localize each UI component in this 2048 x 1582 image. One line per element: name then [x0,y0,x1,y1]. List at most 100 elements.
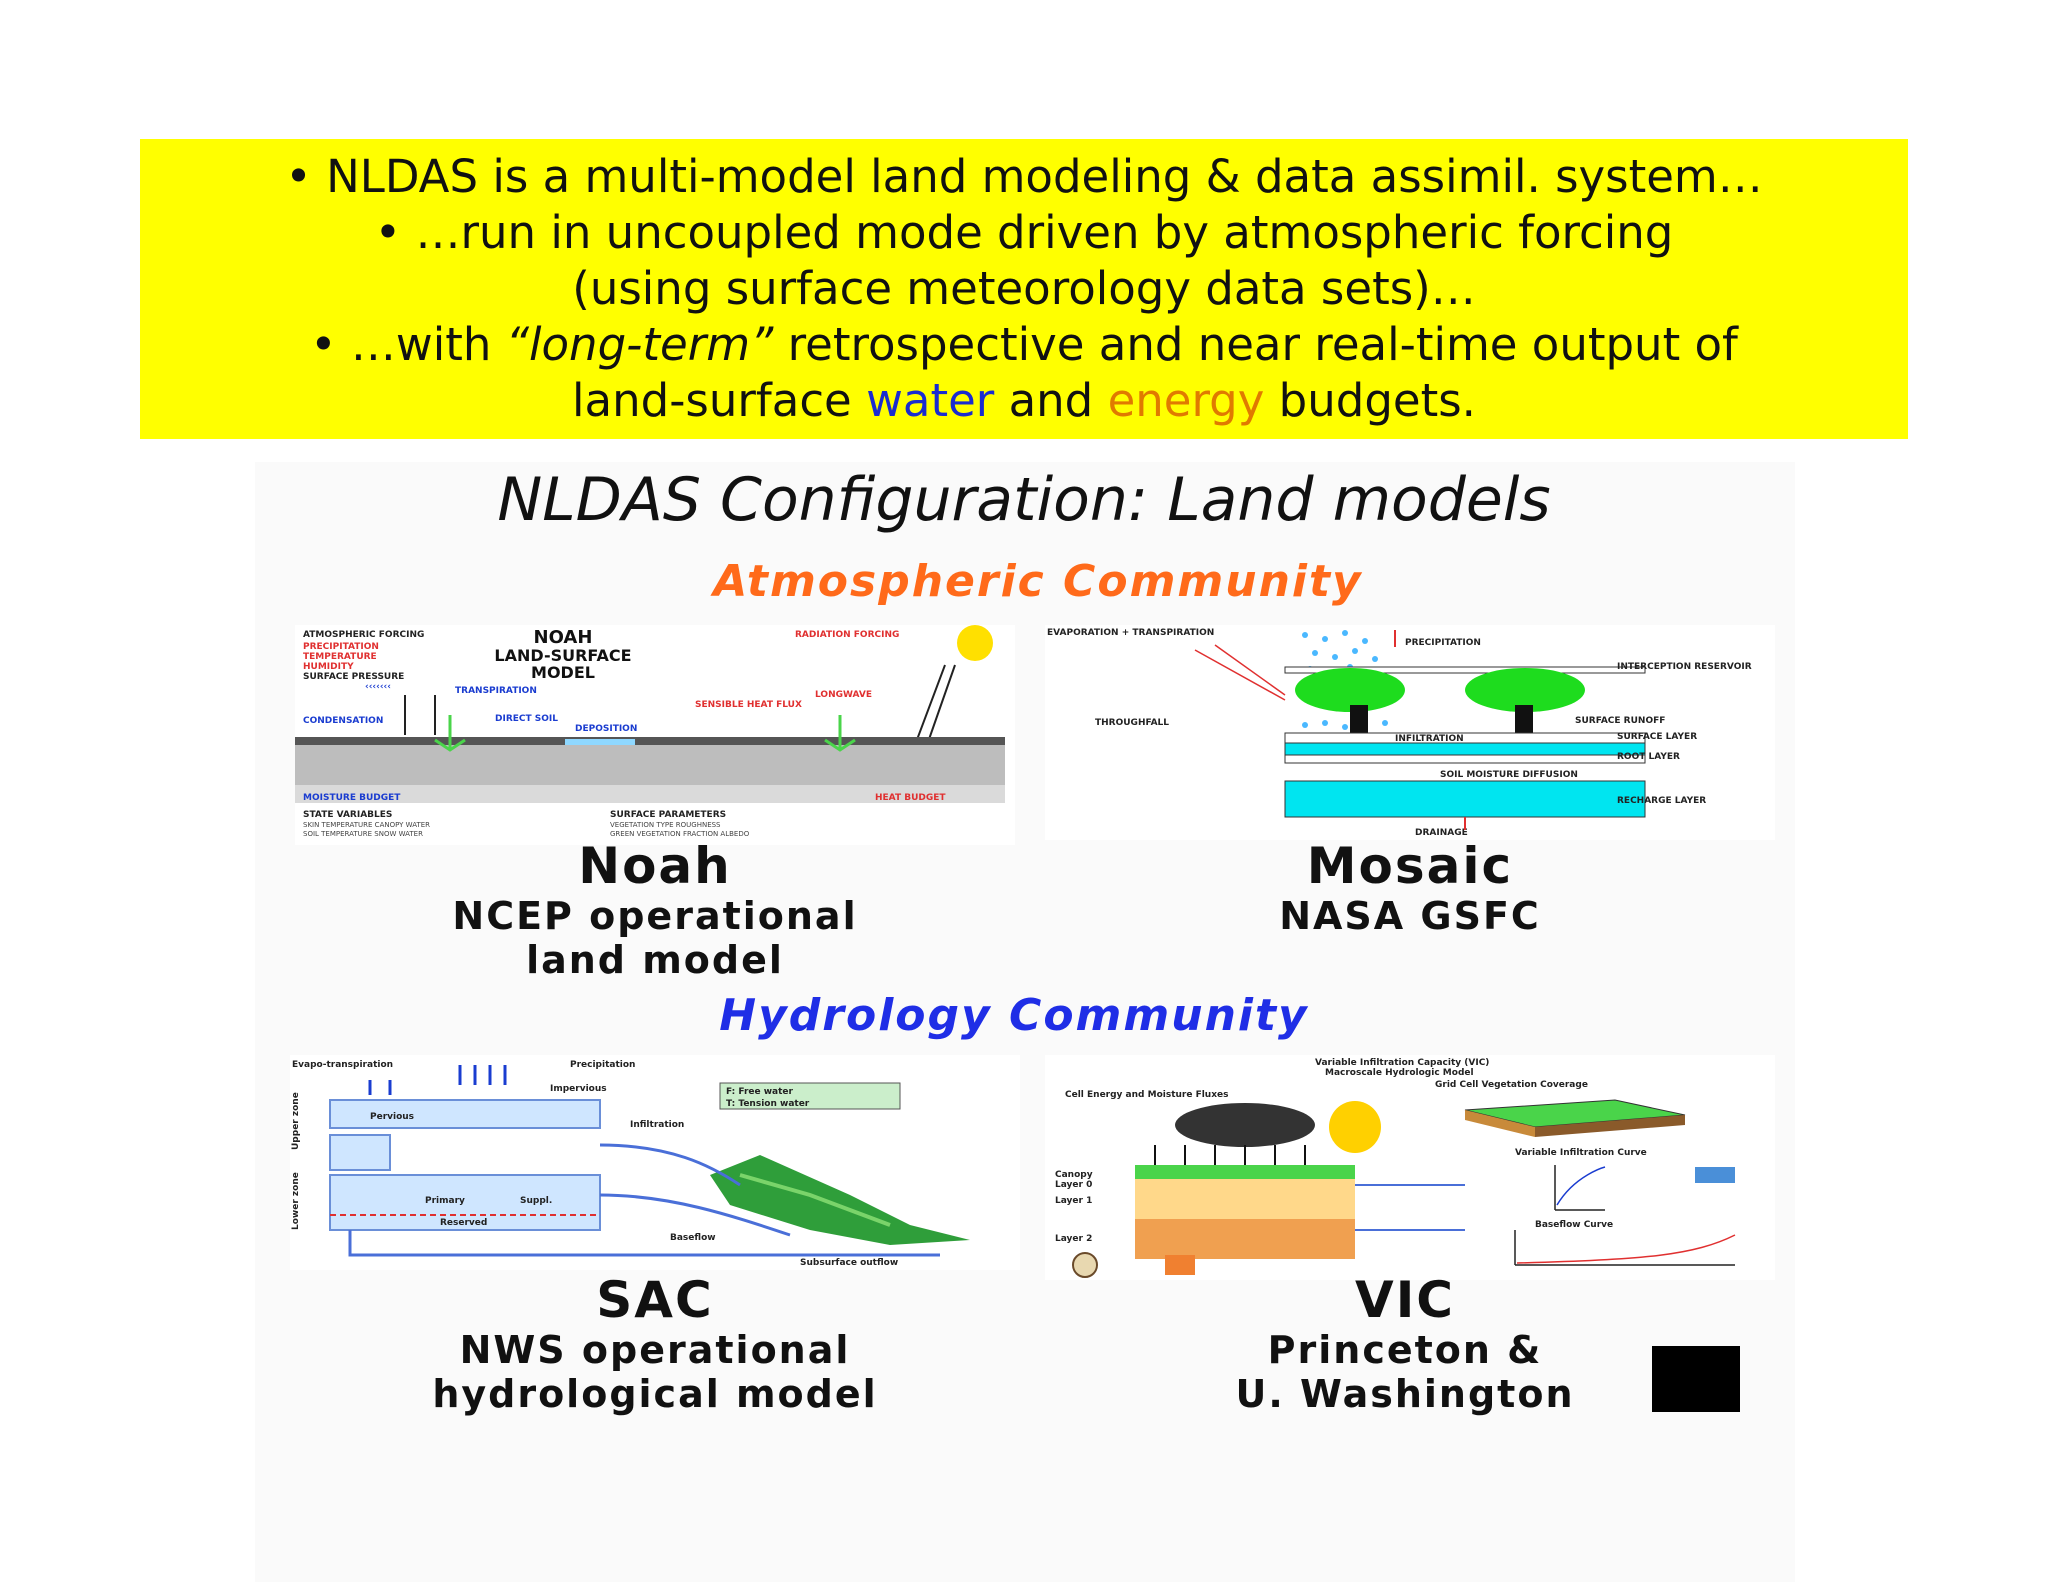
noah-surface-label: SURFACE PARAMETERS [610,810,726,820]
banner-line-5-post: budgets. [1264,374,1476,427]
noah-sub-2: land model [526,938,784,982]
sac-suppl-label: Suppl. [520,1196,552,1206]
sac-lower-label: Lower zone [291,1172,301,1230]
sac-diagram: Evapo-transpiration Precipitation Imperv… [290,1055,1020,1270]
banner-line-4: • …with “long-term” retrospective and ne… [310,317,1738,373]
noah-radiation-label: RADIATION FORCING [795,630,899,640]
noah-moisture-label: MOISTURE BUDGET [303,793,401,803]
vic-fluxes-label: Cell Energy and Moisture Fluxes [1065,1090,1228,1100]
mosaic-name: Mosaic [1306,837,1514,895]
noah-precip-label: PRECIPITATION [303,642,379,652]
svg-text:LONGWAVE: LONGWAVE [815,690,872,700]
mosaic-sub-1: NASA GSFC [1279,894,1541,938]
svg-text:CONDENSATION: CONDENSATION [303,716,383,726]
sac-reserved-label: Reserved [440,1218,487,1228]
banner-line-1: • NLDAS is a multi-model land modeling &… [285,150,1763,203]
sac-subsurface-label: Subsurface outflow [800,1258,898,1268]
noah-sub-1: NCEP operational [452,894,858,938]
config-title: NLDAS Configuration: Land models [497,465,1551,535]
noah-forcing-label: ATMOSPHERIC FORCING [303,630,424,640]
sac-free-label: F: Free water [726,1087,794,1097]
noah-title-3: MODEL [531,663,595,682]
mosaic-interception-label: INTERCEPTION RESERVOIR [1617,662,1752,672]
mosaic-drainage-label: DRAINAGE [1415,828,1468,838]
sac-tension-label: T: Tension water [726,1099,810,1109]
mosaic-throughfall-label: THROUGHFALL [1095,718,1169,728]
sac-sub-2: hydrological model [432,1372,878,1416]
noah-state-label: STATE VARIABLES [303,810,392,820]
svg-text:TRANSPIRATION: TRANSPIRATION [455,686,537,696]
sac-sub-1: NWS operational [459,1328,851,1372]
noah-title-1: NOAH [534,627,593,648]
noah-caption: Noah NCEP operational land model [360,838,950,982]
vic-diagram: Variable Infiltration Capacity (VIC) Mac… [1045,1055,1775,1280]
banner-line-2: • …run in uncoupled mode driven by atmos… [374,206,1674,259]
mosaic-diagram: EVAPORATION + TRANSPIRATION PRECIPITATIO… [1045,625,1775,840]
vic-title-2: Macroscale Hydrologic Model [1325,1068,1474,1078]
svg-text:‹‹‹‹‹‹‹: ‹‹‹‹‹‹‹ [365,682,391,692]
vic-veg-label: Grid Cell Vegetation Coverage [1435,1080,1588,1090]
svg-text:SENSIBLE HEAT FLUX: SENSIBLE HEAT FLUX [695,700,802,710]
vic-baseflow-label: Baseflow Curve [1535,1220,1613,1230]
vic-layer2-label: Layer 2 [1055,1234,1092,1244]
mosaic-recharge-label: RECHARGE LAYER [1617,796,1706,806]
banner-line-4-italic: “long-term” [505,318,774,371]
vic-sun-icon [1329,1101,1381,1153]
svg-text:SKIN TEMPERATURE CANOPY WATE: SKIN TEMPERATURE CANOPY WATER [303,821,430,829]
banner-line-5: land-surface water and energy budgets. [572,373,1476,429]
vic-name: VIC [1355,1271,1455,1329]
noah-diagram: ATMOSPHERIC FORCING PRECIPITATION TEMPER… [295,625,1015,845]
sac-primary-label: Primary [425,1196,465,1206]
banner-line-4-post: retrospective and near real-time output … [773,318,1738,371]
svg-text:VEGETATION TYPE ROUGHNESS: VEGETATION TYPE ROUGHNESS [610,821,721,829]
hydrology-community-heading: Hydrology Community [719,990,1309,1041]
banner-line-4-pre: • …with [310,318,506,371]
mosaic-runoff-label: SURFACE RUNOFF [1575,716,1665,726]
vic-title-1: Variable Infiltration Capacity (VIC) [1315,1058,1489,1068]
svg-text:SOIL TEMPERATURE SNOW WATER: SOIL TEMPERATURE SNOW WATER [303,830,423,838]
svg-text:SURFACE PRESSURE: SURFACE PRESSURE [303,672,404,682]
sac-evapo-label: Evapo-transpiration [292,1060,393,1070]
mosaic-surface-layer-label: SURFACE LAYER [1617,732,1697,742]
sac-infiltration-label: Infiltration [630,1120,684,1130]
university-seal-icon [1072,1252,1098,1278]
vic-layer1-label: Layer 1 [1055,1196,1092,1206]
sun-icon [957,625,993,661]
svg-text:HUMIDITY: HUMIDITY [303,662,354,672]
sac-upper-label: Upper zone [291,1092,301,1150]
water-word: water [866,374,995,427]
svg-text:TEMPERATURE: TEMPERATURE [303,652,377,662]
banner-line-3: (using surface meteorology data sets)… [572,262,1476,315]
noah-name: Noah [578,837,732,895]
vic-caption: VIC Princeton & U. Washington [1160,1272,1650,1416]
sac-pervious-label: Pervious [370,1112,414,1122]
noah-heat-label: HEAT BUDGET [875,793,946,803]
vic-sub-1: Princeton & [1267,1328,1543,1372]
sac-impervious-label: Impervious [550,1084,607,1094]
atmospheric-community-heading: Atmospheric Community [713,556,1363,607]
black-square [1652,1346,1740,1412]
svg-text:DIRECT SOIL: DIRECT SOIL [495,714,558,724]
vic-sub-2: U. Washington [1235,1372,1575,1416]
svg-text:GREEN VEGETATION FRACTION AL: GREEN VEGETATION FRACTION ALBEDO [610,830,750,838]
mosaic-evap-label: EVAPORATION + TRANSPIRATION [1047,628,1214,638]
summary-banner: • NLDAS is a multi-model land modeling &… [140,139,1908,439]
mosaic-precip-label: PRECIPITATION [1405,638,1481,648]
sac-precip-label: Precipitation [570,1060,635,1070]
vic-curve-label: Variable Infiltration Curve [1515,1148,1647,1158]
sac-name: SAC [596,1271,714,1329]
banner-line-5-mid: and [994,374,1108,427]
mosaic-root-layer-label: ROOT LAYER [1617,752,1680,762]
vic-canopy-label: Canopy [1055,1170,1093,1180]
princeton-shield-icon [1165,1255,1195,1275]
mosaic-caption: Mosaic NASA GSFC [1160,838,1660,938]
energy-word: energy [1107,374,1265,427]
sac-baseflow-label: Baseflow [670,1233,716,1243]
banner-line-5-pre: land-surface [572,374,867,427]
svg-text:DEPOSITION: DEPOSITION [575,724,637,734]
noah-title-2: LAND-SURFACE [494,646,631,665]
vic-layer0-label: Layer 0 [1055,1180,1092,1190]
mosaic-diffusion-label: SOIL MOISTURE DIFFUSION [1440,770,1578,780]
sac-caption: SAC NWS operational hydrological model [360,1272,950,1416]
